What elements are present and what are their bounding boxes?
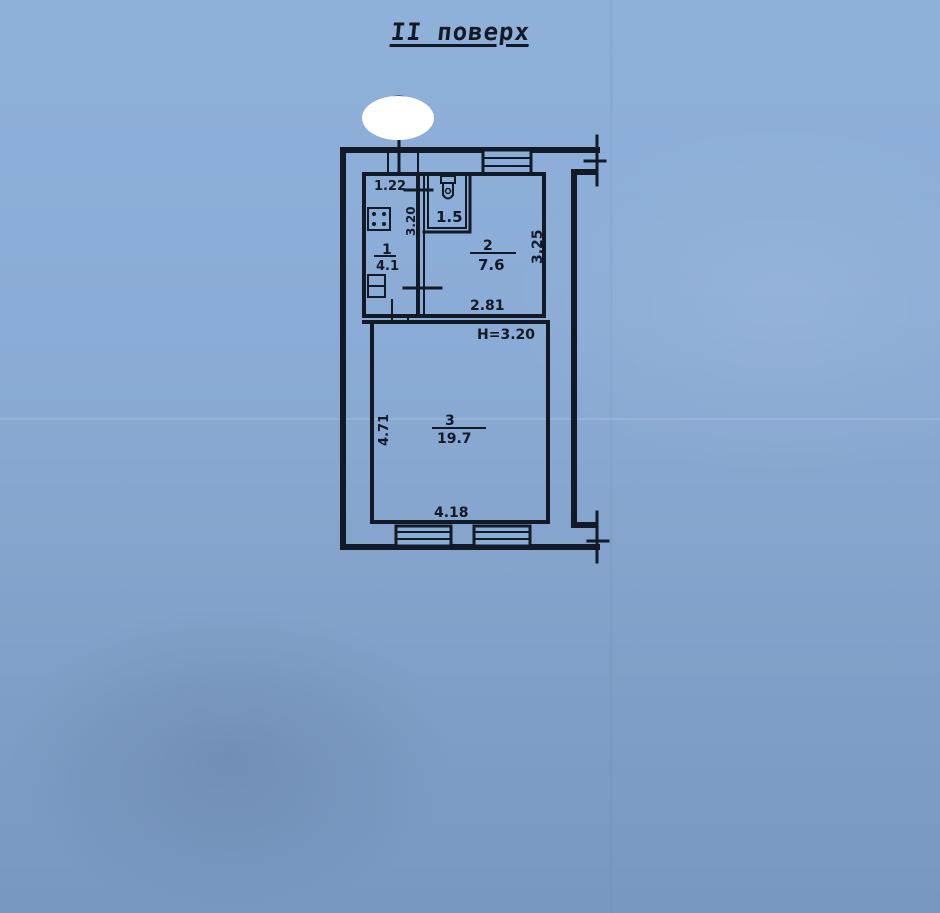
redaction-blob xyxy=(362,96,434,140)
window-icon xyxy=(472,524,532,548)
dim-room-3-width: 4.18 xyxy=(434,505,469,521)
room-2-number: 2 xyxy=(483,238,493,254)
room-1-number: 1 xyxy=(382,242,392,258)
dim-room-3-length: 4.71 xyxy=(377,414,392,446)
inner-walls-top xyxy=(362,172,546,321)
room-3-area: 19.7 xyxy=(437,431,472,447)
room-2-area: 7.6 xyxy=(478,256,505,274)
outer-wall xyxy=(340,134,610,564)
dim-room-2-length: 3.25 xyxy=(530,229,546,264)
dim-kitchen-width: 1.22 xyxy=(374,179,406,194)
room-1-area: 4.1 xyxy=(376,259,399,274)
sink-icon xyxy=(367,274,386,298)
dim-room-2-width: 2.81 xyxy=(470,298,505,314)
stove-icon xyxy=(367,207,391,231)
bathroom-area: 1.5 xyxy=(436,208,463,226)
paper-fold xyxy=(0,418,940,420)
room-3-walls xyxy=(370,320,550,524)
window-icon xyxy=(481,148,533,176)
ceiling-height: H=3.20 xyxy=(477,327,535,343)
dim-kitchen-length: 3.20 xyxy=(404,206,418,236)
window-icon xyxy=(394,524,453,548)
bathroom xyxy=(422,172,472,234)
room-3-number: 3 xyxy=(445,413,455,429)
toilet-icon xyxy=(440,175,456,200)
